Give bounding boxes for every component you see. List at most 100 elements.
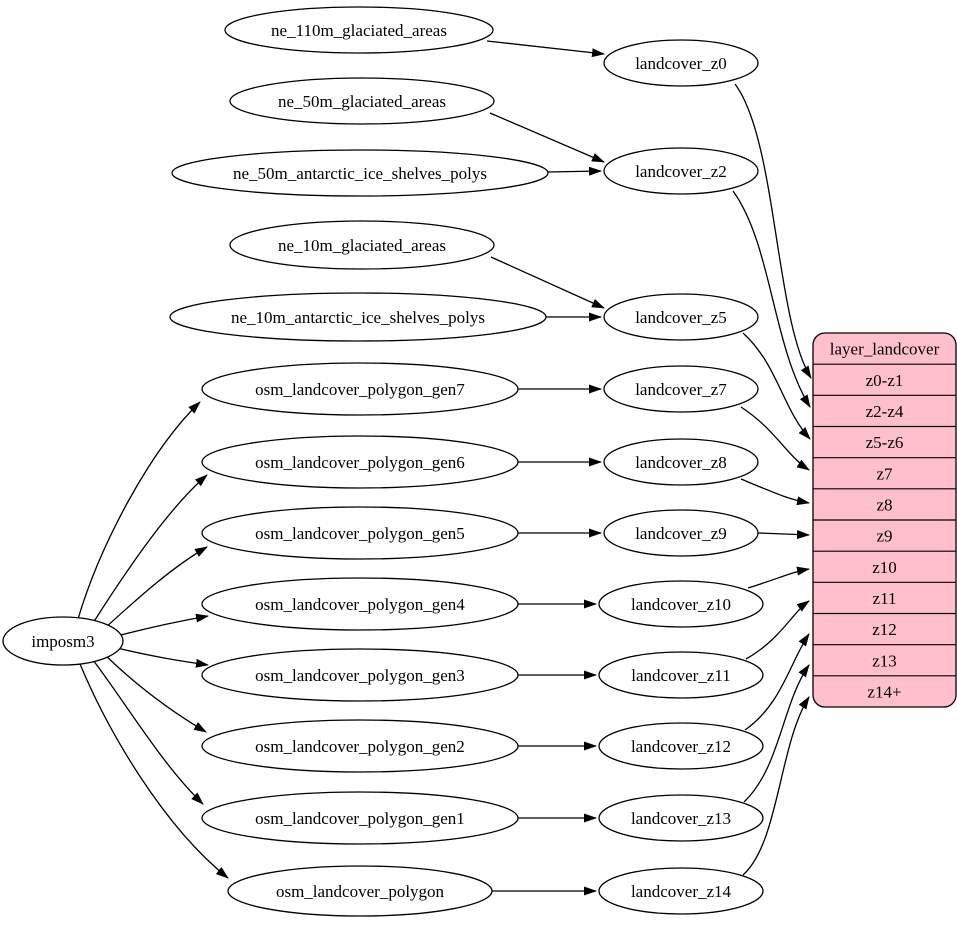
node-osm-landcover-polygon-gen5-shape xyxy=(201,506,519,560)
table-row-z7: z7 xyxy=(876,464,893,483)
node-ne-10m-antarctic-ice-shelves-polys: ne_10m_antarctic_ice_shelves_polys xyxy=(169,292,547,342)
edge-z8-to-row-z8 xyxy=(740,478,810,506)
node-landcover-z10-label: landcover_z10 xyxy=(631,595,731,614)
node-osm-landcover-polygon: osm_landcover_polygon xyxy=(227,865,493,917)
node-landcover-z13-label: landcover_z13 xyxy=(631,809,731,828)
edge-z7-to-row-z7 xyxy=(740,406,810,471)
table-row-z5-z6: z5-z6 xyxy=(866,433,904,452)
edge-z12-to-row-z12 xyxy=(744,633,810,731)
node-osm-landcover-polygon-gen7-shape xyxy=(201,362,519,416)
edge-ne50m-antarctic-to-z2 xyxy=(547,166,602,176)
node-osm-landcover-polygon-gen7-label: osm_landcover_polygon_gen7 xyxy=(255,380,465,399)
node-ne-50m-glaciated-areas: ne_50m_glaciated_areas xyxy=(229,77,495,125)
node-osm-landcover-polygon-gen3-shape xyxy=(201,648,519,702)
node-landcover-z13: landcover_z13 xyxy=(598,794,764,842)
node-landcover-z2: landcover_z2 xyxy=(603,147,759,195)
node-osm-landcover-polygon-gen7: osm_landcover_polygon_gen7 xyxy=(201,362,519,416)
node-landcover-z0: landcover_z0 xyxy=(603,39,759,87)
edge-z10-to-row-z10 xyxy=(747,566,810,589)
node-landcover-z0-shape xyxy=(603,39,759,87)
node-landcover-z14-shape xyxy=(598,867,764,915)
table-row-z9: z9 xyxy=(876,527,892,546)
node-landcover-z12: landcover_z12 xyxy=(598,722,764,770)
layer-landcover-table-title: layer_landcover xyxy=(830,340,940,359)
edge-z11-to-row-z11 xyxy=(745,600,810,660)
edge-z0-to-row-z0-z1 xyxy=(734,83,812,379)
node-osm-landcover-polygon-gen6-shape xyxy=(201,435,519,489)
node-ne-50m-antarctic-ice-shelves-polys-shape xyxy=(171,149,549,197)
node-group: imposm3 ne_110m_glaciated_areas ne_50m_g… xyxy=(2,6,764,917)
node-landcover-z8: landcover_z8 xyxy=(603,438,759,486)
node-osm-landcover-polygon-gen2-label: osm_landcover_polygon_gen2 xyxy=(255,737,465,756)
node-landcover-z0-label: landcover_z0 xyxy=(635,54,727,73)
node-imposm3-shape xyxy=(2,616,124,666)
node-osm-landcover-polygon-gen1-label: osm_landcover_polygon_gen1 xyxy=(255,809,465,828)
node-landcover-z8-label: landcover_z8 xyxy=(635,453,727,472)
edge-z14-to-row-z14plus xyxy=(742,696,810,876)
node-ne-50m-glaciated-areas-shape xyxy=(229,77,495,125)
edge-ne10m-glaciated-to-z5 xyxy=(490,256,605,309)
node-ne-10m-glaciated-areas-shape xyxy=(229,220,495,270)
edge-ne110m-to-z0 xyxy=(486,40,605,58)
node-osm-landcover-polygon-gen3-label: osm_landcover_polygon_gen3 xyxy=(255,666,465,685)
table-row-z13: z13 xyxy=(872,651,897,670)
node-landcover-z12-shape xyxy=(598,722,764,770)
node-ne-110m-glaciated-areas-label: ne_110m_glaciated_areas xyxy=(271,21,447,40)
table-row-z2-z4: z2-z4 xyxy=(866,402,904,421)
table-row-z0-z1: z0-z1 xyxy=(866,371,904,390)
edge-imposm3-to-gen1 xyxy=(92,659,204,805)
node-landcover-z5: landcover_z5 xyxy=(603,293,759,341)
edge-imposm3-to-gen7 xyxy=(77,401,201,620)
node-ne-10m-glaciated-areas: ne_10m_glaciated_areas xyxy=(229,220,495,270)
table-row-z11: z11 xyxy=(873,589,897,608)
node-osm-landcover-polygon-gen6-label: osm_landcover_polygon_gen6 xyxy=(255,453,465,472)
node-osm-landcover-polygon-gen3: osm_landcover_polygon_gen3 xyxy=(201,648,519,702)
edge-imposm3-to-gen2 xyxy=(103,653,207,733)
node-landcover-z5-label: landcover_z5 xyxy=(635,308,727,327)
edge-z13-to-row-z13 xyxy=(743,664,810,803)
edge-z2-to-row-z2-z4 xyxy=(732,190,811,408)
node-landcover-z5-shape xyxy=(603,293,759,341)
node-landcover-z8-shape xyxy=(603,438,759,486)
node-landcover-z9-label: landcover_z9 xyxy=(635,524,727,543)
node-ne-50m-glaciated-areas-label: ne_50m_glaciated_areas xyxy=(278,92,446,111)
node-landcover-z2-shape xyxy=(603,147,759,195)
node-osm-landcover-polygon-gen4-label: osm_landcover_polygon_gen4 xyxy=(255,595,465,614)
node-osm-landcover-polygon-shape xyxy=(227,865,493,917)
node-osm-landcover-polygon-gen1: osm_landcover_polygon_gen1 xyxy=(201,791,519,845)
node-landcover-z10: landcover_z10 xyxy=(598,580,764,628)
edge-imposm3-to-gen3 xyxy=(116,647,209,668)
node-landcover-z13-shape xyxy=(598,794,764,842)
node-osm-landcover-polygon-label: osm_landcover_polygon xyxy=(276,882,445,901)
node-layer-landcover-table: layer_landcover z0-z1 z2-z4 z5-z6 z7 z8 … xyxy=(812,332,957,708)
node-ne-10m-glaciated-areas-label: ne_10m_glaciated_areas xyxy=(278,236,446,255)
node-landcover-z11-shape xyxy=(598,651,764,699)
node-ne-50m-antarctic-ice-shelves-polys: ne_50m_antarctic_ice_shelves_polys xyxy=(171,149,549,197)
node-osm-landcover-polygon-gen4-shape xyxy=(201,577,519,631)
node-ne-50m-antarctic-ice-shelves-polys-label: ne_50m_antarctic_ice_shelves_polys xyxy=(233,164,487,183)
edge-z5-to-row-z5-z6 xyxy=(742,332,811,440)
node-ne-110m-glaciated-areas: ne_110m_glaciated_areas xyxy=(224,6,494,54)
edge-imposm3-to-gen5 xyxy=(103,546,208,630)
node-landcover-z10-shape xyxy=(598,580,764,628)
edge-imposm3-to-gen4 xyxy=(116,613,209,637)
node-ne-10m-antarctic-ice-shelves-polys-label: ne_10m_antarctic_ice_shelves_polys xyxy=(231,308,485,327)
node-landcover-z11: landcover_z11 xyxy=(598,651,764,699)
edge-ne50m-glaciated-to-z2 xyxy=(489,112,605,163)
node-landcover-z9-shape xyxy=(603,509,759,557)
node-osm-landcover-polygon-gen2: osm_landcover_polygon_gen2 xyxy=(201,719,519,773)
node-landcover-z11-label: landcover_z11 xyxy=(631,666,730,685)
table-row-z10: z10 xyxy=(872,558,897,577)
table-row-z8: z8 xyxy=(876,495,892,514)
node-landcover-z14: landcover_z14 xyxy=(598,867,764,915)
node-imposm3-label: imposm3 xyxy=(31,632,94,651)
table-row-z14plus: z14+ xyxy=(867,682,901,701)
node-landcover-z14-label: landcover_z14 xyxy=(631,882,732,901)
node-osm-landcover-polygon-gen2-shape xyxy=(201,719,519,773)
node-landcover-z9: landcover_z9 xyxy=(603,509,759,557)
node-osm-landcover-polygon-gen6: osm_landcover_polygon_gen6 xyxy=(201,435,519,489)
node-osm-landcover-polygon-gen5: osm_landcover_polygon_gen5 xyxy=(201,506,519,560)
edge-imposm3-to-gen6 xyxy=(92,474,208,624)
